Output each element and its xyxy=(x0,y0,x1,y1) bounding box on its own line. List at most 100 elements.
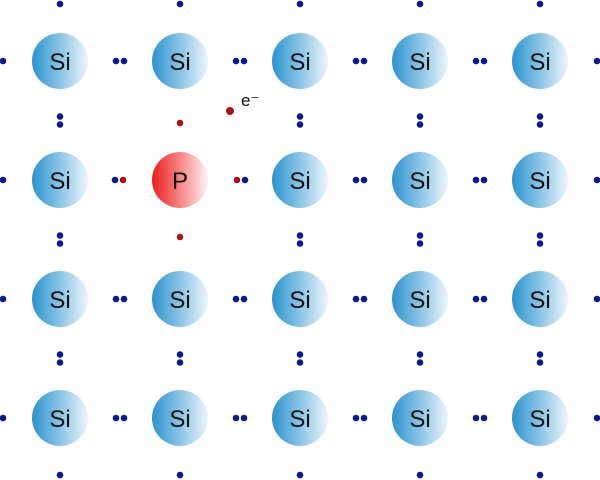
silicon-atom-circle xyxy=(152,33,208,89)
bond-electron xyxy=(480,57,488,65)
silicon-atom-circle xyxy=(512,152,568,208)
silicon-atom-label: Si xyxy=(289,49,310,76)
silicon-atom: Si xyxy=(512,390,568,446)
bond-electron-edge xyxy=(536,471,544,479)
silicon-atom-label: Si xyxy=(409,168,430,195)
silicon-atom: Si xyxy=(32,33,88,89)
silicon-atom-label: Si xyxy=(49,406,70,433)
bond-electron xyxy=(480,176,488,184)
silicon-atom-label: Si xyxy=(409,49,430,76)
silicon-atom: Si xyxy=(272,152,328,208)
bond-electron-edge xyxy=(593,176,600,184)
silicon-atom-label: Si xyxy=(169,406,190,433)
bond-electron xyxy=(56,113,64,120)
silicon-atom-circle xyxy=(32,271,88,327)
bond-electron xyxy=(56,351,64,358)
silicon-atom: Si xyxy=(152,33,208,89)
silicon-atom: Si xyxy=(272,271,328,327)
bond-electron-edge xyxy=(296,471,304,479)
silicon-atom-label: Si xyxy=(289,168,310,195)
bond-electron xyxy=(360,57,368,65)
bond-electron-edge xyxy=(176,471,184,479)
silicon-atom-label: Si xyxy=(529,287,550,314)
bond-electron xyxy=(120,57,128,65)
bond-electron xyxy=(416,113,424,120)
silicon-atom: Si xyxy=(32,390,88,446)
bond-electron xyxy=(416,359,424,366)
bond-electron xyxy=(480,414,488,422)
bond-electron xyxy=(472,414,480,422)
bond-electron xyxy=(472,57,480,65)
silicon-atom-label: Si xyxy=(49,287,70,314)
silicon-atom-circle xyxy=(512,390,568,446)
silicon-atom-label: Si xyxy=(529,49,550,76)
silicon-atom: Si xyxy=(152,271,208,327)
silicon-atom-circle xyxy=(512,33,568,89)
bond-electron xyxy=(296,351,304,358)
bond-electron xyxy=(112,414,120,422)
dopant-atom-label: P xyxy=(172,168,188,195)
silicon-atom-label: Si xyxy=(529,406,550,433)
free-electron: e⁻ xyxy=(226,91,259,115)
bond-electron xyxy=(352,414,360,422)
bond-electron xyxy=(56,359,64,366)
bond-electron-edge xyxy=(0,176,7,184)
bond-electron-dopant xyxy=(176,119,184,127)
silicon-atom-label: Si xyxy=(409,406,430,433)
bond-electron xyxy=(232,295,240,303)
bond-electron xyxy=(536,113,544,120)
silicon-atom-label: Si xyxy=(529,168,550,195)
silicon-atom-label: Si xyxy=(289,287,310,314)
bond-electron-edge xyxy=(536,0,544,8)
bond-electron xyxy=(120,414,128,422)
bond-electron xyxy=(416,121,424,128)
silicon-atom-circle xyxy=(512,271,568,327)
bond-electron xyxy=(416,351,424,358)
free-electron-label: e⁻ xyxy=(241,91,259,110)
bond-electron xyxy=(360,176,368,184)
silicon-atom: Si xyxy=(392,152,448,208)
bond-electron-edge xyxy=(0,57,7,65)
silicon-atom: Si xyxy=(512,152,568,208)
bond-electron xyxy=(56,121,64,128)
silicon-atom-circle xyxy=(152,390,208,446)
silicon-atom: Si xyxy=(32,152,88,208)
bond-electron xyxy=(176,351,184,358)
silicon-atom-circle xyxy=(152,271,208,327)
silicon-atom-circle xyxy=(272,390,328,446)
bond-electron-edge xyxy=(176,0,184,8)
bond-electron xyxy=(240,295,248,303)
silicon-atom-circle xyxy=(32,390,88,446)
bond-electron xyxy=(296,113,304,120)
silicon-atom-circle xyxy=(392,271,448,327)
bond-electron xyxy=(472,176,480,184)
bond-electron-edge xyxy=(296,0,304,8)
bond-electron xyxy=(352,176,360,184)
bond-electron-edge xyxy=(593,414,600,422)
silicon-atom-label: Si xyxy=(409,287,430,314)
silicon-atom-label: Si xyxy=(169,287,190,314)
silicon-atom: Si xyxy=(152,390,208,446)
bond-electron xyxy=(241,176,249,184)
bond-electron xyxy=(240,57,248,65)
bond-electron xyxy=(112,295,120,303)
bond-electron xyxy=(360,295,368,303)
silicon-atom-label: Si xyxy=(49,49,70,76)
bond-electron xyxy=(56,232,64,239)
silicon-atom: Si xyxy=(32,271,88,327)
silicon-atom: Si xyxy=(512,271,568,327)
bond-electron xyxy=(240,414,248,422)
silicon-atom-circle xyxy=(32,152,88,208)
bond-electron xyxy=(416,240,424,247)
bond-electron xyxy=(536,240,544,247)
bond-electron xyxy=(352,295,360,303)
silicon-atom-circle xyxy=(392,33,448,89)
bond-electron xyxy=(296,121,304,128)
silicon-atom-circle xyxy=(272,33,328,89)
silicon-atom: Si xyxy=(512,33,568,89)
silicon-atom-circle xyxy=(32,33,88,89)
bond-electron xyxy=(56,240,64,247)
